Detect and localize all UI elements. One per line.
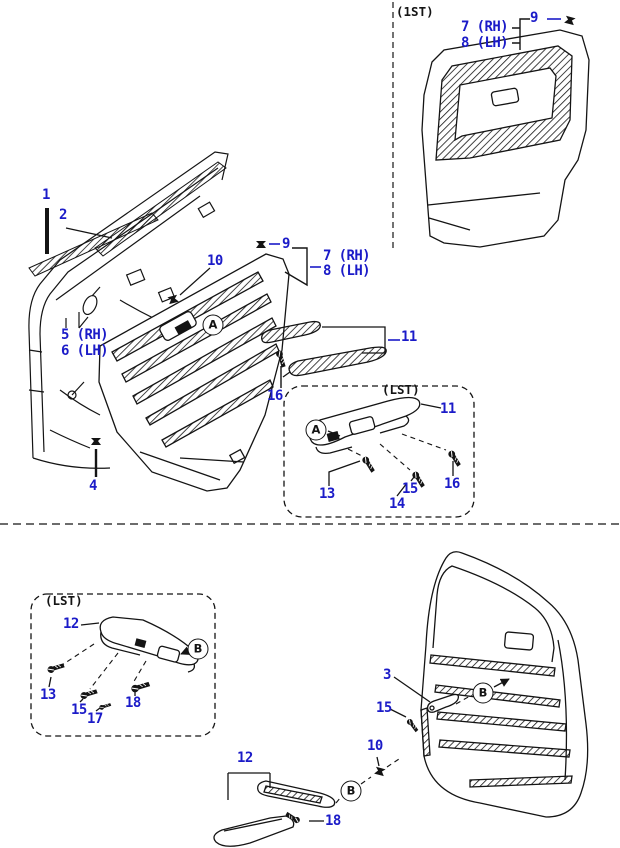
callout-10-br: 10 (367, 738, 383, 754)
view-marker-b-inset: B (187, 638, 209, 660)
callout-7rh: 7 (RH) (323, 248, 371, 264)
callout-13-bl: 13 (40, 687, 56, 703)
callout-11: 11 (401, 329, 417, 345)
callout-1: 1 (42, 187, 50, 203)
view-marker-a-inset: A (305, 419, 327, 441)
tag-1st: (1ST) (396, 4, 434, 19)
callout-15-bl: 15 (71, 702, 87, 718)
callout-15-inset: 15 (402, 481, 418, 497)
callout-10: 10 (207, 253, 223, 269)
callout-15-br: 15 (376, 700, 392, 716)
callout-11-inset: 11 (440, 401, 456, 417)
view-marker-b-strip: B (340, 780, 362, 802)
view-marker-b-door: B (472, 682, 494, 704)
callout-8lh-inset: 8 (LH) (461, 35, 509, 51)
callout-8lh: 8 (LH) (323, 263, 371, 279)
callout-14-inset: 14 (389, 496, 405, 512)
callout-13-inset: 13 (319, 486, 335, 502)
callout-6lh: 6 (LH) (61, 343, 109, 359)
callout-16: 16 (267, 388, 283, 404)
callout-5rh: 5 (RH) (61, 327, 109, 343)
callout-16-inset: 16 (444, 476, 460, 492)
callout-7rh-inset: 7 (RH) (461, 19, 509, 35)
callout-18-bc: 18 (325, 813, 341, 829)
callout-9-inset: 9 (530, 10, 538, 26)
callout-3-br: 3 (383, 667, 391, 683)
tag-lst-mid: (LST) (382, 382, 420, 397)
callout-18-bl: 18 (125, 695, 141, 711)
view-marker-a-panel: A (202, 314, 224, 336)
tag-lst-bl: (LST) (45, 593, 83, 608)
callout-2: 2 (59, 207, 67, 223)
callout-12-bl: 12 (63, 616, 79, 632)
callout-17-bl: 17 (87, 711, 103, 727)
callout-4: 4 (89, 478, 97, 494)
callout-12-bc: 12 (237, 750, 253, 766)
callout-9: 9 (282, 236, 290, 252)
